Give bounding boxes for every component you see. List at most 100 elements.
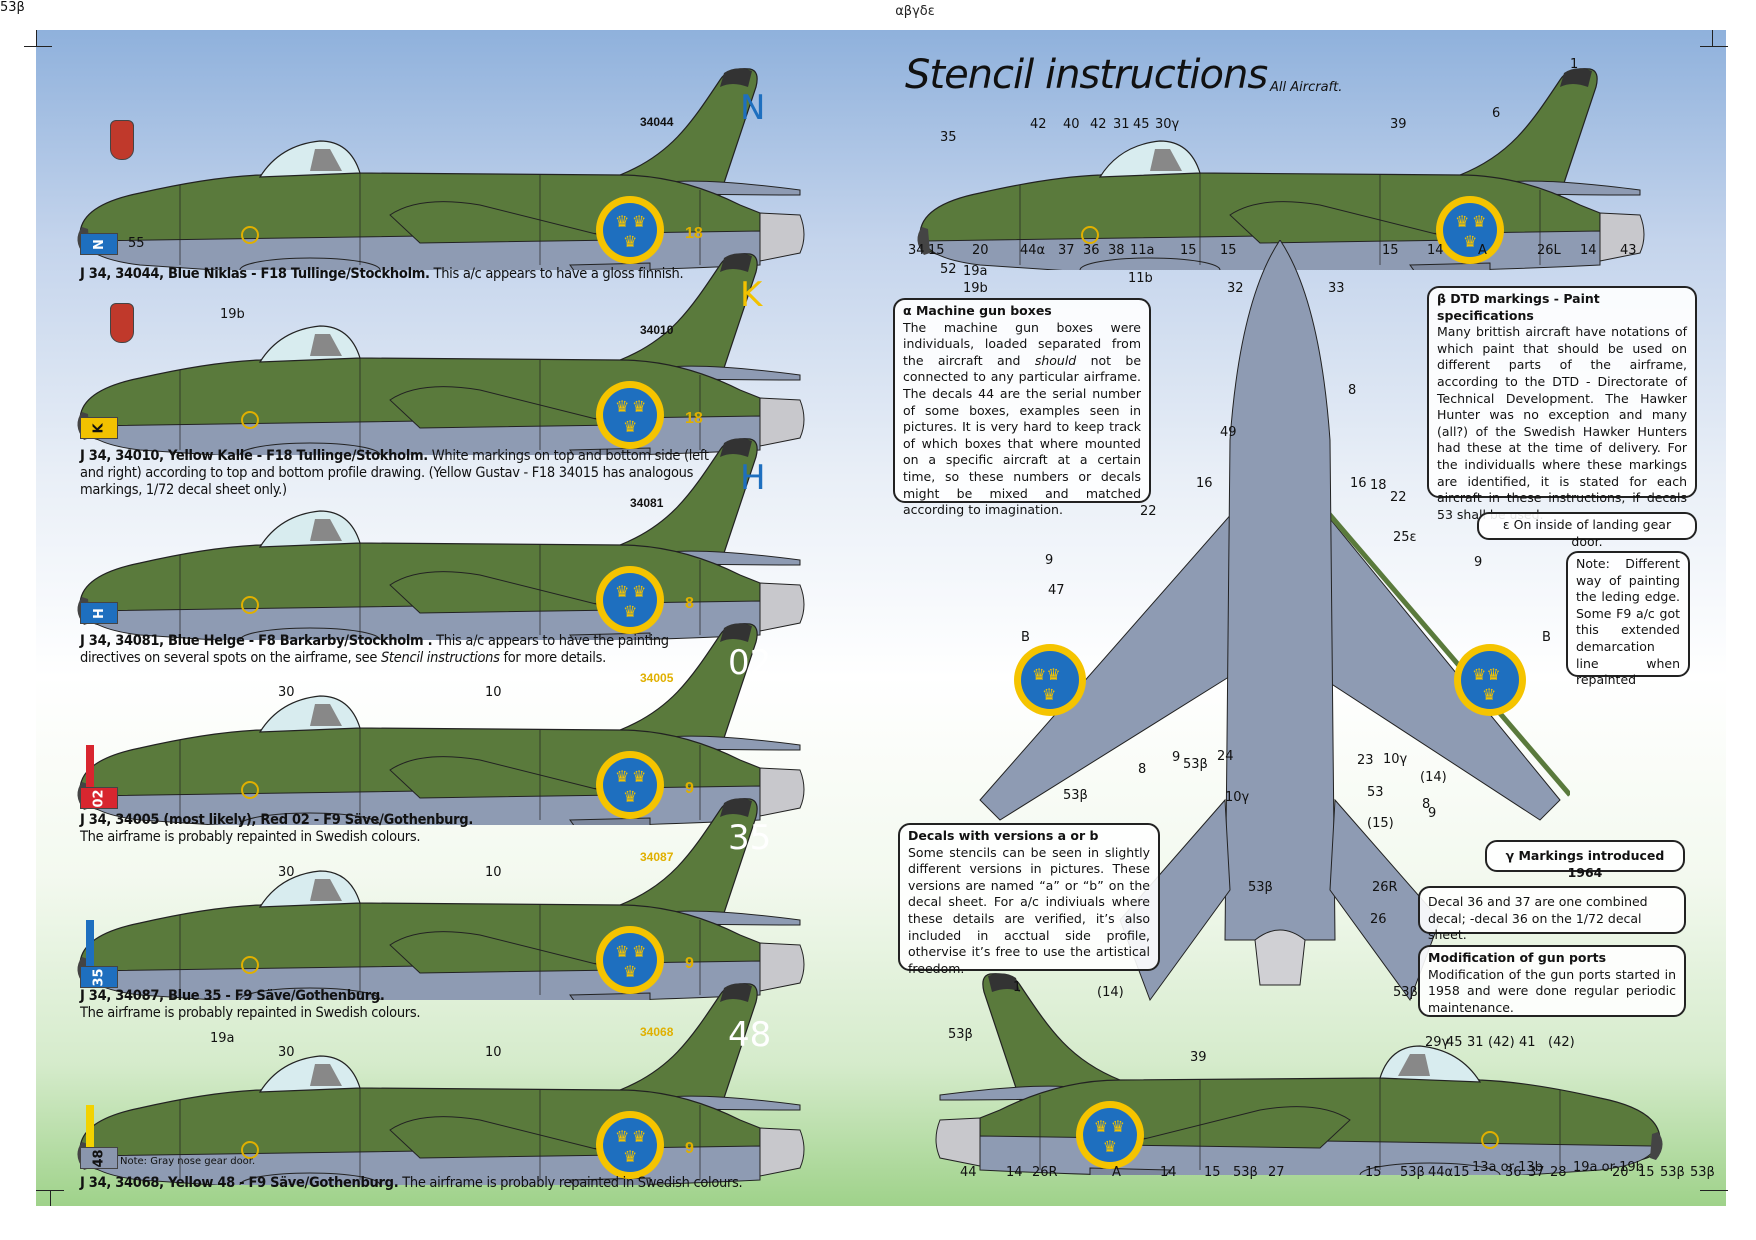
caption-34010: J 34, 34010, Yellow Kalle - F18 Tullinge… <box>80 448 720 499</box>
caption-text: This a/c appears to have a gloss finnish… <box>429 266 684 282</box>
planform-callout: 53β <box>1063 788 1088 803</box>
code-box: 02 <box>80 787 118 809</box>
aircraft-drawing <box>60 790 820 1000</box>
planform-callout: 22 <box>1390 490 1407 505</box>
bottom-above-callout: 31 <box>1467 1035 1484 1050</box>
caption-34068: J 34, 34068, Yellow 48 - F9 Säve/Gothenb… <box>80 1175 800 1192</box>
planform-callout: 8 <box>1138 762 1147 777</box>
planform-callout: B <box>1542 630 1551 645</box>
top-below-callout: 20 <box>972 243 989 258</box>
bottom-above-callout: (42) <box>1548 1035 1575 1050</box>
bottom-below-callout: A <box>1112 1165 1121 1180</box>
aircraft-drawing <box>60 430 820 640</box>
bottom-below-callout: 14 <box>1006 1165 1023 1180</box>
planform-callout: 25ε <box>1393 530 1417 545</box>
bottom-below-callout: 14 <box>1160 1165 1177 1180</box>
note-title: β DTD markings - Paint specifications <box>1437 291 1600 323</box>
callout-label: 19b <box>220 307 245 322</box>
top-above-callout: 42 <box>1030 117 1047 132</box>
top-below-callout: 37 <box>1058 243 1075 258</box>
caption-34081: J 34, 34081, Blue Helge - F8 Barkarby/St… <box>80 633 720 667</box>
caption-title: J 34, 34010, Yellow Kalle - F18 Tullinge… <box>80 448 428 464</box>
nose-band <box>86 745 94 803</box>
serial-label: 34081 <box>630 496 664 510</box>
bottom-above-callout: 53β <box>948 1027 973 1042</box>
note-landing-gear-door: ε On inside of landing gear door. <box>1477 512 1697 549</box>
note-text: Decal 36 and 37 are one combined decal; … <box>1428 894 1648 943</box>
callout-label: 10 <box>485 865 502 880</box>
planform-callout: 53 <box>1367 785 1384 800</box>
planform-callout: 10γ <box>1383 752 1408 767</box>
planform-callout: (14) <box>1097 985 1124 1000</box>
planform-callout: 9 <box>1428 806 1437 821</box>
note-decal-versions: Decals with versions a or b Some stencil… <box>898 823 1160 976</box>
note-decal-36-37: Decal 36 and 37 are one combined decal; … <box>1418 886 1686 942</box>
bottom-below-callout: 44α <box>1428 1165 1454 1180</box>
note-title: Modification of gun ports <box>1428 950 1607 965</box>
note-machine-gun-boxes: α Machine gun boxes The machine gun boxe… <box>893 298 1151 517</box>
bottom-below-callout: 26R <box>1032 1165 1058 1180</box>
top-above-callout: 1 <box>1570 57 1579 72</box>
unit-number: 9 <box>685 1140 694 1157</box>
bottom-below-callout: 28 <box>1550 1165 1567 1180</box>
fin-code: 02 <box>728 643 772 683</box>
svg-text:♛♛: ♛♛ <box>1032 665 1061 684</box>
fin-code: 35 <box>728 818 772 858</box>
bottom-below-callout: 20 <box>1612 1165 1629 1180</box>
caption-title: J 34, 34044, Blue Niklas - F18 Tullinge/… <box>80 266 430 282</box>
top-below-callout: 43 <box>1620 243 1637 258</box>
callout-label: 19a <box>210 1031 235 1046</box>
top-below-callout: 15 <box>1180 243 1197 258</box>
caption-34044: J 34, 34044, Blue Niklas - F18 Tullinge/… <box>80 266 780 283</box>
serial-label: 34010 <box>640 323 674 337</box>
page-header: αβγδε <box>895 4 935 19</box>
aircraft-profile-34068: 48 34068 9 19a 30 10 <box>60 975 820 1185</box>
bottom-below-callout: 53β <box>1690 1165 1715 1180</box>
top-below-callout: 11a <box>1130 243 1155 258</box>
caption-title: J 34, 34068, Yellow 48 - F9 Säve/Gothenb… <box>80 1175 399 1191</box>
fin-code: K <box>740 275 763 315</box>
caption-text: The airframe is probably repainted in Sw… <box>80 1005 421 1021</box>
caption-title: J 34, 34081, Blue Helge - F8 Barkarby/St… <box>80 633 433 649</box>
note-text: γ Markings introduced 1964 <box>1505 848 1665 880</box>
caption-text: This a/c appears to have the painting di… <box>80 633 669 666</box>
bottom-below-callout: 53β <box>1233 1165 1258 1180</box>
code-note: Note: Gray nose gear door. <box>120 1156 256 1167</box>
planform-drawing: ♛♛♛ ♛♛♛ <box>979 240 1570 1002</box>
planform-callout: B <box>1021 630 1030 645</box>
code-box-ref: 55 <box>128 236 145 251</box>
crop-mark <box>24 46 52 47</box>
code-box: H <box>80 602 118 624</box>
caption-34005: J 34, 34005 (most likely), Red 02 - F9 S… <box>80 812 720 846</box>
serial-label: 34044 <box>640 115 674 129</box>
bottom-below-callout: 15 <box>1204 1165 1221 1180</box>
aircraft-profile-34081: H 34081 8 <box>60 430 820 640</box>
caption-link-stencil: Stencil instructions <box>380 650 500 666</box>
fin-code: 48 <box>728 1015 772 1055</box>
bottom-above-callout: 39 <box>1190 1050 1207 1065</box>
top-below-callout: 44α <box>1020 243 1046 258</box>
unit-number: 18 <box>685 410 703 427</box>
fin-code: H <box>740 458 766 498</box>
top-above-callout: 40 <box>1063 117 1080 132</box>
top-below-callout: 26L <box>1537 243 1561 258</box>
planform-callout: (15) <box>1367 816 1394 831</box>
planform-callout: 49 <box>1220 425 1237 440</box>
top-below-callout: 38 <box>1108 243 1125 258</box>
planform-callout: 53β <box>0 0 25 15</box>
caption-text: White markings on top and bottom side (l… <box>80 448 709 498</box>
callout-label: 10 <box>485 685 502 700</box>
top-above-callout: 6 <box>1492 106 1501 121</box>
fin-code: N <box>740 88 766 128</box>
crop-mark <box>50 1190 51 1206</box>
crop-mark <box>36 1190 64 1191</box>
bottom-above-callout: 29γ <box>1425 1035 1450 1050</box>
note-title: α Machine gun boxes <box>903 303 1052 318</box>
page-subtitle: All Aircraft. <box>1270 80 1343 95</box>
caption-text: The airframe is probably repainted in Sw… <box>398 1175 743 1191</box>
note-text: Some stencils can be seen in slightly di… <box>908 844 1150 976</box>
note-text: Modification of the gun ports started in… <box>1428 966 1676 1015</box>
crop-mark <box>1700 1190 1728 1191</box>
svg-text:♛♛: ♛♛ <box>1472 665 1501 684</box>
top-below-callout: 15 <box>1220 243 1237 258</box>
